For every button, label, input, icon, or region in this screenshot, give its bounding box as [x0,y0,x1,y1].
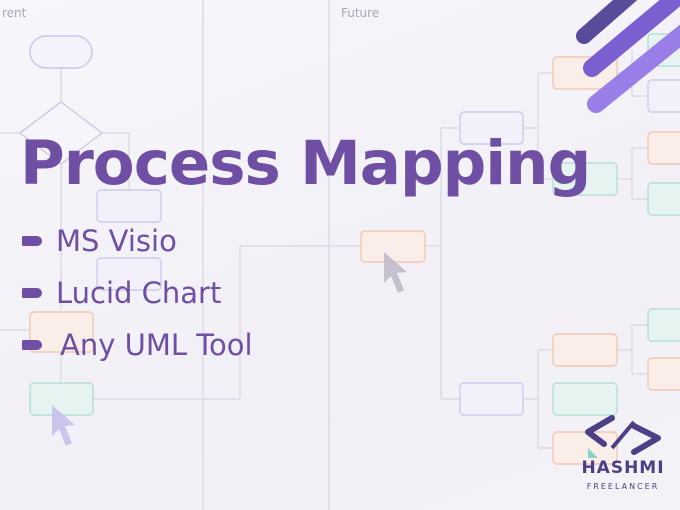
list-item: MS Visio [22,215,253,267]
bullet-label: Lucid Chart [56,276,222,310]
bullet-icon [22,236,42,246]
lane-label-future: Future [341,6,380,20]
logo-name: HASHMI [581,458,665,478]
bullet-label: MS Visio [56,224,177,258]
lane-label-current: rent [2,6,27,20]
feature-list: MS Visio Lucid Chart Any UML Tool [22,215,253,371]
page-title: Process Mapping [20,128,591,199]
code-brackets-icon [585,415,661,458]
list-item: Any UML Tool [22,319,253,371]
bullet-icon [22,340,42,350]
bullet-label: Any UML Tool [60,328,253,362]
list-item: Lucid Chart [22,267,253,319]
bullet-icon [22,288,42,298]
logo-tagline: FREELANCER [586,482,660,491]
brand-logo: HASHMI FREELANCER [578,412,668,498]
